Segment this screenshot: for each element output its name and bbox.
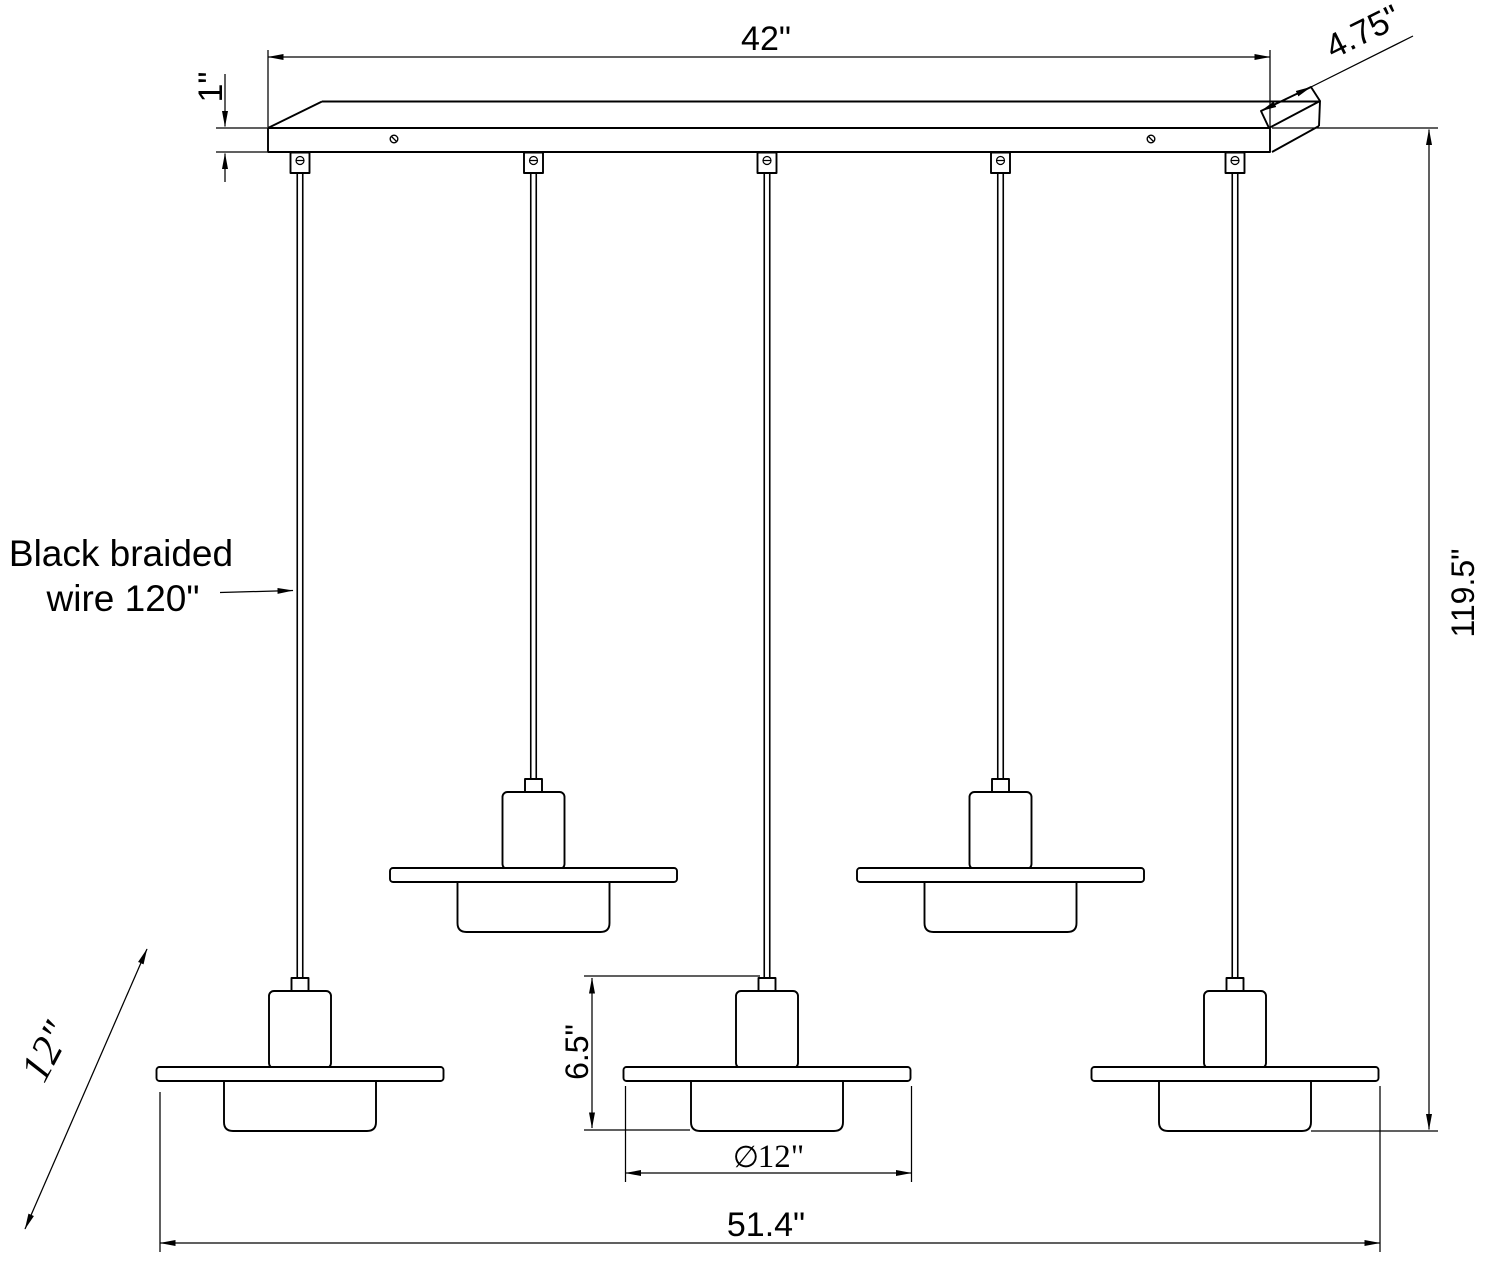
hanger-5 [1224, 151, 1246, 174]
overall-length-label: 51.4" [727, 1206, 805, 1244]
bar-front-face [267, 127, 1271, 153]
bar-end-bottom-edge [1271, 125, 1320, 153]
dimension-bar-depth: 4.75" [1260, 0, 1414, 112]
pendant-2 [389, 778, 678, 933]
hanger-3 [756, 151, 778, 174]
ceiling-bar [267, 86, 1321, 153]
dimension-bar-length: 42" [267, 20, 1271, 127]
pendant-diameter-label: 12" [758, 1139, 804, 1175]
dimension-overall-length: 51.4" [159, 1086, 1381, 1252]
pendant-height-label: 6.5" [559, 1024, 595, 1080]
bar-end-back-edge [1318, 100, 1321, 127]
wire-note-line2: wire 120" [46, 578, 200, 619]
pendant-3 [622, 977, 912, 1132]
wire-note-leader [219, 587, 294, 594]
dimension-pendant-height: 6.5" [559, 975, 760, 1131]
pendant-1 [155, 977, 445, 1132]
bar-length-label: 42" [741, 20, 791, 58]
pendant-5 [1090, 977, 1380, 1132]
dimension-pendant-diameter-oblique: 12" [12, 948, 148, 1230]
bar-height-label: 1" [192, 72, 230, 103]
dimension-bar-height: 1" [192, 72, 267, 182]
pendant-diameter-oblique-label: 12" [12, 1014, 81, 1089]
dimension-total-drop: 119.5" [1272, 127, 1481, 1132]
hanger-2 [523, 151, 544, 174]
bar-screw-right-icon [1146, 134, 1156, 144]
wire-note-line1: Black braided [9, 533, 233, 574]
hanger-4 [990, 151, 1011, 174]
bar-screw-left-icon [389, 134, 399, 144]
fixture-assembly [155, 151, 1380, 1132]
bar-left-perspective-edge [267, 100, 323, 129]
dimension-pendant-diameter: ∅ 12" [624, 1086, 913, 1182]
hanger-1 [289, 151, 311, 174]
pendant-4 [856, 778, 1145, 933]
total-drop-label: 119.5" [1445, 548, 1481, 637]
diameter-symbol: ∅ [733, 1140, 759, 1175]
bar-depth-label: 4.75" [1320, 0, 1407, 67]
wire-note: Black braided wire 120" [9, 533, 294, 619]
